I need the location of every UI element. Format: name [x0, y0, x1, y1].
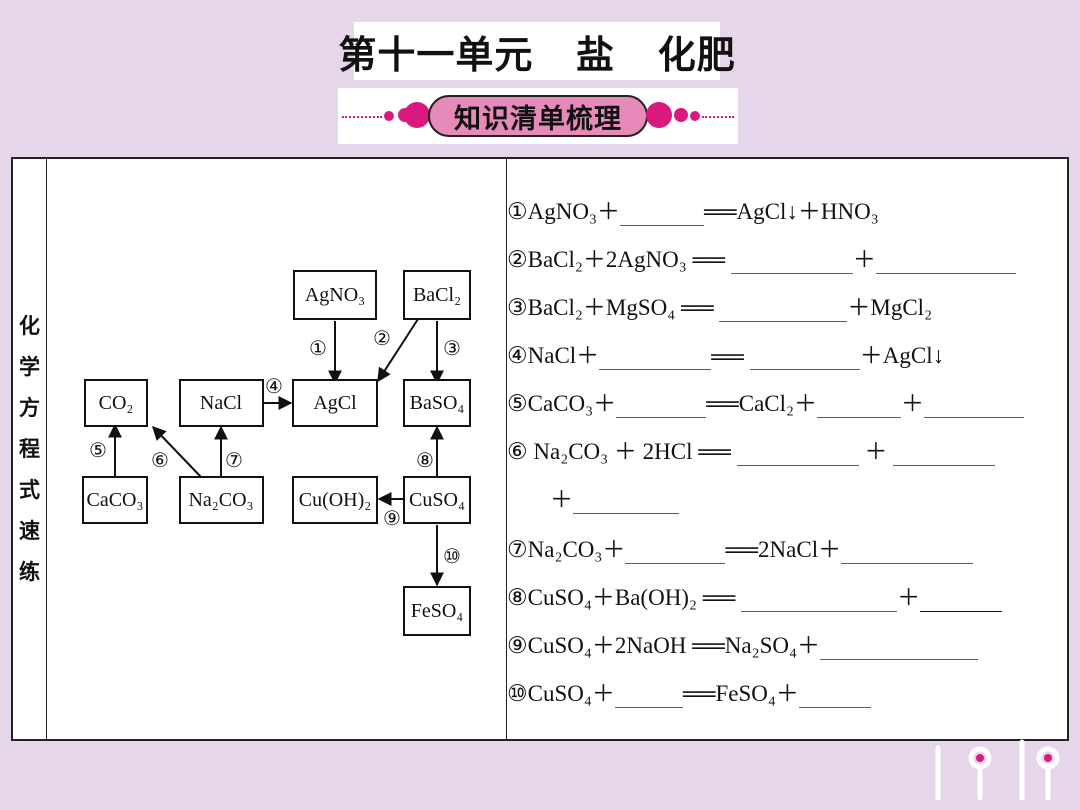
node-co2: CO₂	[84, 379, 148, 427]
brand-logo-icon	[935, 739, 1060, 801]
answer-blank[interactable]	[573, 490, 679, 514]
sidebar-char: 方	[19, 395, 40, 420]
equation-9: ⑨CuSO₄＋2NaOH ══Na₂SO₄＋	[507, 628, 979, 660]
node-nacl: NaCl	[179, 379, 264, 427]
arrow-na2co3-co2	[152, 425, 202, 478]
answer-blank[interactable]	[736, 442, 859, 466]
answer-blank[interactable]	[924, 394, 1025, 418]
svg-text:NaCl: NaCl	[200, 392, 243, 414]
equation-2: ②BaCl₂＋2AgNO₃ ══ ＋	[507, 242, 1016, 274]
column-divider	[506, 159, 507, 739]
exercise-panel: 化 学 方 程 式 速 练 AgNO₃	[11, 157, 1069, 741]
equation-7: ⑦Na₂CO₃＋══2NaCl＋	[507, 532, 974, 564]
answer-blank[interactable]	[741, 588, 898, 612]
answer-blank[interactable]	[619, 202, 704, 226]
sidebar-char: 程	[19, 436, 40, 461]
equation-6-continued: ＋	[550, 482, 679, 514]
answer-blank[interactable]	[817, 394, 902, 418]
svg-text:CaCO₃: CaCO₃	[87, 489, 144, 511]
answer-blank[interactable]	[749, 346, 860, 370]
banner-dot	[690, 111, 700, 121]
equation-8: ⑧CuSO₄＋Ba(OH)₂ ══ ＋	[507, 580, 1003, 612]
banner-dot-large	[404, 102, 430, 128]
answer-blank[interactable]	[920, 588, 1003, 612]
node-agno3: AgNO₃	[293, 270, 377, 320]
svg-text:FeSO₄: FeSO₄	[411, 600, 464, 622]
reaction-diagram: AgNO₃ BaCl₂ CO₂ NaCl AgCl BaSO₄ CaCO₃ N	[82, 270, 471, 636]
label-4: ④	[265, 374, 283, 398]
answer-blank[interactable]	[875, 250, 1016, 274]
equation-6: ⑥ Na₂CO₃ ＋ 2HCl ══ ＋	[507, 434, 996, 466]
answer-blank[interactable]	[719, 298, 848, 322]
banner-dotted-line-left	[342, 116, 382, 118]
svg-text:CuSO₄: CuSO₄	[409, 489, 465, 511]
label-8: ⑧	[416, 448, 434, 472]
node-caco3: CaCO₃	[82, 476, 148, 524]
node-feso4: FeSO₄	[403, 586, 471, 636]
label-7: ⑦	[225, 448, 243, 472]
sidebar-char: 速	[19, 518, 40, 543]
node-bacl2: BaCl₂	[403, 270, 471, 320]
svg-text:AgCl: AgCl	[313, 392, 357, 414]
label-3: ③	[443, 336, 461, 360]
node-cuoh2: Cu(OH)₂	[292, 476, 378, 524]
label-1: ①	[309, 336, 327, 360]
label-10: ⑩	[443, 544, 461, 568]
svg-text:BaCl₂: BaCl₂	[413, 284, 461, 306]
equation-5: ⑤CaCO₃＋══CaCl₂＋＋	[507, 386, 1025, 418]
label-6: ⑥	[151, 448, 169, 472]
page-title: 第十一单元 盐 化肥	[338, 22, 735, 80]
label-5: ⑤	[89, 438, 107, 462]
equation-10: ⑩CuSO₄＋══FeSO₄＋	[507, 676, 871, 708]
node-agcl: AgCl	[292, 379, 378, 427]
answer-blank[interactable]	[893, 442, 996, 466]
svg-text:BaSO₄: BaSO₄	[410, 392, 465, 414]
sidebar-char: 练	[19, 559, 40, 584]
node-baso4: BaSO₄	[403, 379, 471, 427]
answer-blank[interactable]	[730, 250, 853, 274]
answer-blank[interactable]	[625, 540, 726, 564]
node-cuso4: CuSO₄	[403, 476, 471, 524]
svg-text:Cu(OH)₂: Cu(OH)₂	[299, 489, 372, 511]
svg-text:AgNO₃: AgNO₃	[305, 284, 365, 306]
answer-blank[interactable]	[614, 684, 683, 708]
sidebar-char: 式	[19, 477, 40, 502]
answer-blank[interactable]	[616, 394, 707, 418]
equation-1: ①AgNO₃＋══AgCl↓＋HNO₃	[507, 199, 879, 226]
svg-text:CO₂: CO₂	[99, 392, 134, 414]
answer-blank[interactable]	[798, 684, 871, 708]
banner-dot-large	[646, 102, 672, 128]
banner-dot	[384, 111, 394, 121]
label-2: ②	[373, 326, 391, 350]
answer-blank[interactable]	[599, 346, 712, 370]
banner-dotted-line-right	[702, 116, 734, 118]
sidebar-char: 化	[19, 313, 40, 338]
node-na2co3: Na₂CO₃	[179, 476, 264, 524]
label-9: ⑨	[383, 506, 401, 530]
answer-blank[interactable]	[841, 540, 974, 564]
equation-3: ③BaCl₂＋MgSO₄ ══ ＋MgCl₂	[507, 295, 933, 322]
arrow-bacl2-agcl	[377, 318, 419, 383]
answer-blank[interactable]	[820, 636, 979, 660]
section-banner: 知识清单梳理	[338, 88, 738, 144]
sidebar-char: 学	[19, 354, 40, 379]
svg-text:Na₂CO₃: Na₂CO₃	[188, 489, 253, 511]
equation-4: ④NaCl＋══＋AgCl↓	[507, 343, 945, 370]
sidebar-heading: 化 学 方 程 式 速 练	[13, 159, 47, 739]
banner-dot	[674, 108, 688, 122]
banner-label: 知识清单梳理	[428, 95, 648, 137]
